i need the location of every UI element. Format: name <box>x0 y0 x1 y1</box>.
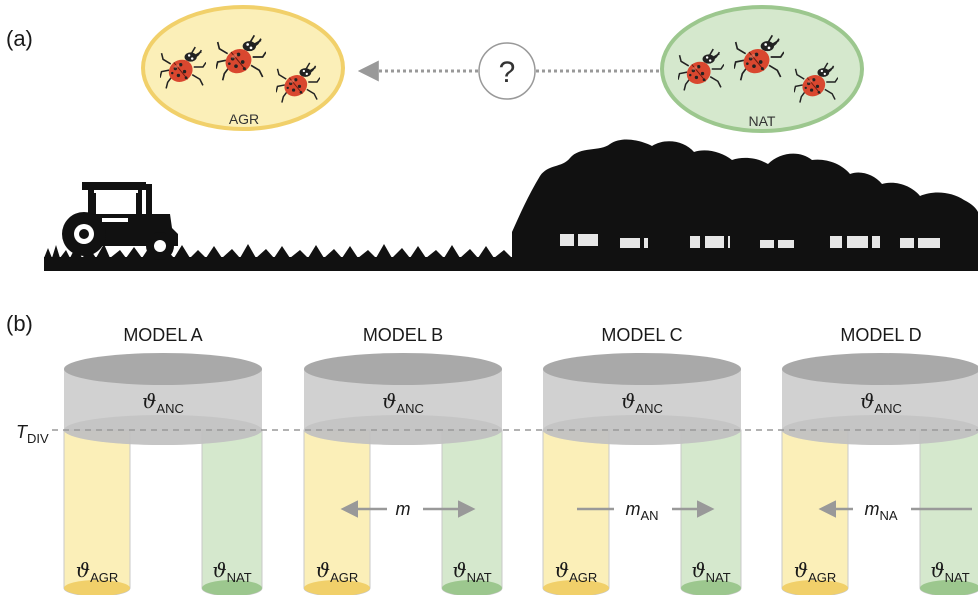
forest-icon <box>512 139 978 258</box>
ancestral-top <box>782 353 978 385</box>
agr-column-base <box>64 580 130 595</box>
ancestral-base <box>304 415 502 445</box>
theta-agr: ϑAGR <box>794 558 836 585</box>
model-title: MODEL D <box>840 325 921 345</box>
migration-symbol: m <box>625 499 640 519</box>
theta-agr-sub: AGR <box>808 570 836 585</box>
migration-symbol: m <box>864 499 879 519</box>
tdiv-sub: DIV <box>27 431 49 446</box>
theta-nat-symbol: ϑ <box>212 558 226 582</box>
theta-nat-symbol: ϑ <box>930 558 944 582</box>
theta-nat-sub: NAT <box>467 570 492 585</box>
migration-label: mNA <box>864 499 897 523</box>
theta-anc-sub: ANC <box>396 401 423 416</box>
theta-nat-symbol: ϑ <box>452 558 466 582</box>
model-title: MODEL A <box>123 325 202 345</box>
theta-nat-sub: NAT <box>945 570 970 585</box>
theta-anc-symbol: ϑ <box>142 389 156 413</box>
agr-population: AGR <box>141 5 345 131</box>
theta-agr: ϑAGR <box>555 558 597 585</box>
agr-column-base <box>782 580 848 595</box>
ancestral-top <box>304 353 502 385</box>
theta-agr-symbol: ϑ <box>794 558 808 582</box>
agr-label: AGR <box>229 111 259 127</box>
question-circle <box>478 42 536 100</box>
theta-anc-sub: ANC <box>156 401 183 416</box>
nat-column-base <box>920 580 978 595</box>
theta-nat-sub: NAT <box>227 570 252 585</box>
theta-anc: ϑANC <box>382 389 424 416</box>
theta-anc-symbol: ϑ <box>382 389 396 413</box>
svg-text:TDIV: TDIV <box>16 422 49 446</box>
theta-agr-symbol: ϑ <box>316 558 330 582</box>
tractor-icon <box>62 182 178 260</box>
theta-nat: ϑNAT <box>212 558 251 585</box>
theta-nat-sub: NAT <box>706 570 731 585</box>
theta-agr: ϑAGR <box>76 558 118 585</box>
tdiv-symbol: T <box>16 422 29 442</box>
migration-sub: AN <box>640 508 658 523</box>
panel-b-label: (b) <box>6 311 33 336</box>
theta-anc: ϑANC <box>860 389 902 416</box>
theta-anc-symbol: ϑ <box>621 389 635 413</box>
ancestral-base <box>543 415 741 445</box>
theta-nat: ϑNAT <box>691 558 730 585</box>
nat-column-base <box>442 580 502 595</box>
nat-column-base <box>681 580 741 595</box>
migration-label: mAN <box>625 499 658 523</box>
theta-anc: ϑANC <box>621 389 663 416</box>
migration-symbol: m <box>396 499 411 519</box>
nat-label: NAT <box>749 113 776 129</box>
theta-nat: ϑNAT <box>930 558 969 585</box>
ancestral-top <box>543 353 741 385</box>
theta-anc-symbol: ϑ <box>860 389 874 413</box>
theta-anc: ϑANC <box>142 389 184 416</box>
theta-nat: ϑNAT <box>452 558 491 585</box>
theta-agr-sub: AGR <box>330 570 358 585</box>
migration-question: ? <box>357 42 660 100</box>
theta-agr: ϑAGR <box>316 558 358 585</box>
tdiv-label: TDIV <box>16 422 49 446</box>
agr-column-base <box>304 580 370 595</box>
nat-column-base <box>202 580 262 595</box>
question-mark: ? <box>499 56 516 89</box>
theta-agr-symbol: ϑ <box>555 558 569 582</box>
theta-anc-sub: ANC <box>635 401 662 416</box>
migration-label: m <box>396 499 411 519</box>
agr-column-base <box>543 580 609 595</box>
model-title: MODEL C <box>601 325 682 345</box>
theta-anc-sub: ANC <box>874 401 901 416</box>
landscape-silhouette <box>44 139 978 271</box>
nat-population: NAT <box>660 5 864 133</box>
model-title: MODEL B <box>363 325 443 345</box>
theta-agr-sub: AGR <box>90 570 118 585</box>
theta-agr-symbol: ϑ <box>76 558 90 582</box>
panel-a-label: (a) <box>6 26 33 51</box>
theta-agr-sub: AGR <box>569 570 597 585</box>
theta-nat-symbol: ϑ <box>691 558 705 582</box>
ancestral-top <box>64 353 262 385</box>
migration-sub: NA <box>879 508 897 523</box>
